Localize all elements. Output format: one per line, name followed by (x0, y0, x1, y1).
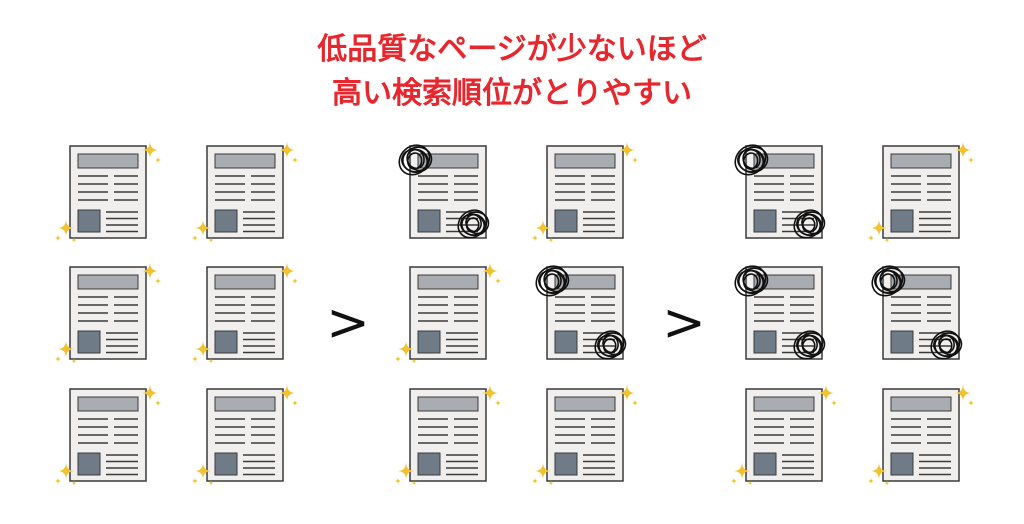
document-image-block (753, 452, 777, 476)
doc-group-all-quality-1-high (54, 141, 162, 243)
doc-group-all-quality-4-high (191, 262, 299, 364)
doc-group-three-low-quality-5-high (730, 384, 838, 486)
document-header-bar (753, 153, 815, 169)
document-header-bar (753, 274, 815, 290)
doc-group-two-low-quality-5-high (394, 384, 502, 486)
doc-group-three-low-quality-4-low (871, 265, 963, 360)
document-header-bar (554, 153, 616, 169)
sparkle-icon (54, 384, 162, 486)
document-image-block (753, 330, 777, 354)
sparkle-icon (54, 141, 162, 243)
greater-than-sign-2: > (662, 293, 706, 353)
document-header-bar (214, 396, 276, 412)
doc-group-all-quality-2-high (191, 141, 299, 243)
document-header-bar (214, 274, 276, 290)
doc-group-two-low-quality-2-high (531, 141, 639, 243)
document-header-bar (77, 396, 139, 412)
document-header-bar (417, 396, 479, 412)
doc-group-all-quality-6-high (191, 384, 299, 486)
doc-group-two-low-quality-1-low (398, 144, 490, 239)
sparkle-icon (531, 384, 639, 486)
document-image-block (214, 209, 238, 233)
document-image-block (417, 330, 441, 354)
scribble-mark (930, 330, 963, 360)
scribble-mark (793, 330, 826, 360)
scribble-mark (594, 330, 627, 360)
document-header-bar (890, 153, 952, 169)
document-header-bar (77, 274, 139, 290)
scribble-mark (398, 144, 433, 176)
document-image-block (417, 452, 441, 476)
sparkle-icon (867, 384, 975, 486)
document-header-bar (554, 274, 616, 290)
sparkle-icon (394, 384, 502, 486)
scribble-mark (734, 144, 769, 176)
doc-group-two-low-quality-3-high (394, 262, 502, 364)
document-image-block (77, 209, 101, 233)
doc-group-two-low-quality-6-high (531, 384, 639, 486)
document-image-block (554, 330, 578, 354)
document-image-block (890, 452, 914, 476)
document-image-block (77, 330, 101, 354)
scribble-mark (535, 265, 570, 297)
document-header-bar (554, 396, 616, 412)
document-header-bar (77, 153, 139, 169)
title-line-1: 低品質なページが少ないほど (317, 32, 707, 67)
doc-group-all-quality-5-high (54, 384, 162, 486)
sparkle-icon (394, 262, 502, 364)
scribble-mark (793, 209, 826, 239)
document-image-block (890, 209, 914, 233)
sparkle-icon (191, 384, 299, 486)
sparkle-icon (54, 262, 162, 364)
document-header-bar (417, 274, 479, 290)
document-image-block (214, 330, 238, 354)
document-image-block (214, 452, 238, 476)
document-image-block (417, 209, 441, 233)
document-header-bar (890, 396, 952, 412)
sparkle-icon (191, 141, 299, 243)
document-image-block (554, 209, 578, 233)
doc-group-two-low-quality-4-low (535, 265, 627, 360)
document-header-bar (417, 153, 479, 169)
sparkle-icon (867, 141, 975, 243)
sparkle-icon (191, 262, 299, 364)
doc-group-all-quality-3-high (54, 262, 162, 364)
title-line-2: 高い検索順位がとりやすい (332, 76, 692, 111)
scribble-mark (734, 265, 769, 297)
sparkle-icon (531, 141, 639, 243)
document-image-block (554, 452, 578, 476)
doc-group-three-low-quality-2-high (867, 141, 975, 243)
doc-group-three-low-quality-3-low (734, 265, 826, 360)
document-header-bar (890, 274, 952, 290)
document-image-block (890, 330, 914, 354)
document-image-block (77, 452, 101, 476)
page-title: 低品質なページが少ないほど 高い検索順位がとりやすい (0, 28, 1024, 116)
scribble-mark (871, 265, 906, 297)
document-header-bar (214, 153, 276, 169)
document-header-bar (753, 396, 815, 412)
sparkle-icon (730, 384, 838, 486)
greater-than-sign-1: > (326, 293, 370, 353)
doc-group-three-low-quality-6-high (867, 384, 975, 486)
document-image-block (753, 209, 777, 233)
doc-group-three-low-quality-1-low (734, 144, 826, 239)
scribble-mark (457, 209, 490, 239)
